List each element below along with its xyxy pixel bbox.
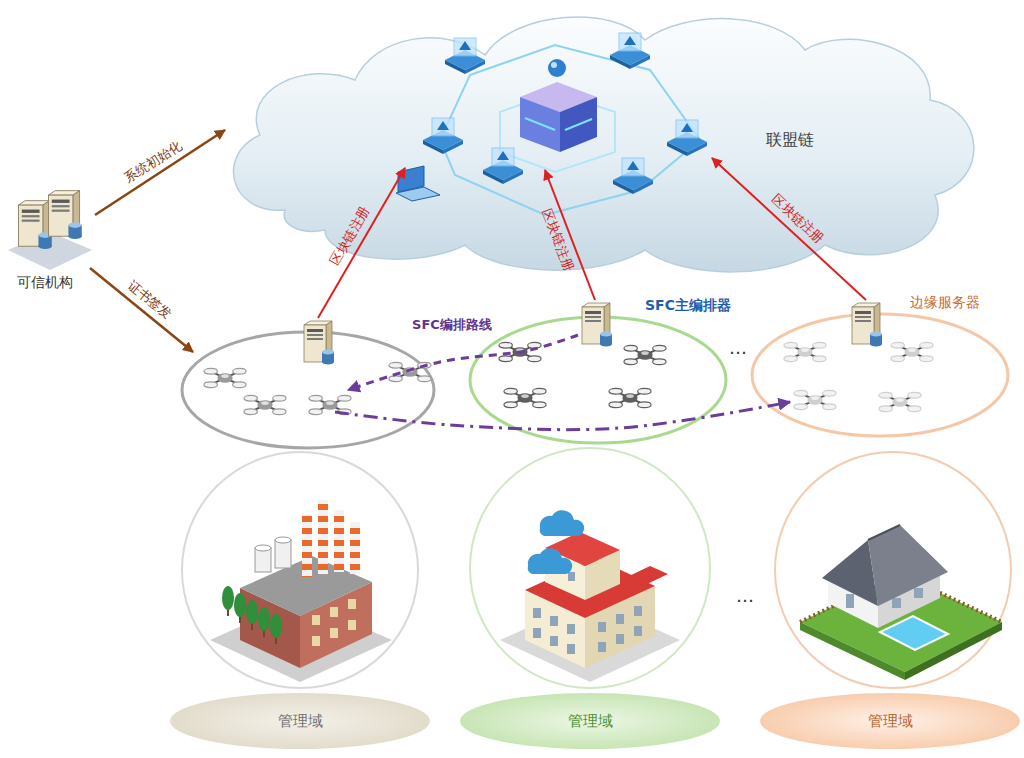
domain-label: 管理域 bbox=[278, 712, 323, 730]
edge-label: 区块链注册 bbox=[539, 207, 577, 273]
orchestrator-label: SFC主编排器 bbox=[645, 297, 731, 314]
domain-label: 管理域 bbox=[568, 712, 613, 730]
house-illustration bbox=[800, 525, 1002, 680]
authority-label: 可信机构 bbox=[17, 274, 73, 291]
chain-label: 联盟链 bbox=[766, 130, 814, 149]
orchestrator-cluster: SFC主编排器 bbox=[468, 315, 728, 445]
trusted-authority: 可信机构 bbox=[5, 178, 95, 293]
node-outline bbox=[215, 5, 985, 275]
cluster-ellipse bbox=[182, 332, 434, 448]
edge-servers bbox=[304, 303, 882, 365]
edge-label: 区块链注册 bbox=[327, 204, 373, 268]
consortium-chain-cloud: 联盟链 bbox=[215, 5, 985, 275]
edge-label: 区块链注册 bbox=[769, 191, 827, 247]
uav-cluster bbox=[180, 330, 436, 450]
cluster-ellipse bbox=[752, 314, 1008, 436]
domain-ellipse bbox=[170, 693, 430, 749]
edge-cluster: 边缘服务器 bbox=[750, 312, 1010, 438]
uav-drones bbox=[204, 342, 933, 414]
sfc-route bbox=[335, 402, 790, 430]
init-arrow bbox=[95, 130, 225, 215]
domain-circles bbox=[182, 448, 1011, 688]
trusted-authority-icon bbox=[8, 191, 92, 270]
ellipsis-mark: … bbox=[729, 337, 747, 359]
factory-illustration bbox=[210, 500, 392, 682]
edge-label: 系统初始化 bbox=[122, 138, 185, 187]
domain-ellipse bbox=[460, 693, 720, 749]
node-outline bbox=[468, 315, 728, 445]
node-outline bbox=[180, 330, 436, 450]
cluster-ellipse bbox=[470, 317, 726, 443]
ellipsis-mark: … bbox=[736, 585, 754, 607]
cert-arrow bbox=[90, 268, 193, 352]
apartment-illustration bbox=[500, 510, 680, 682]
domain-pill: 管理域 bbox=[760, 693, 1020, 749]
domain-label: 管理域 bbox=[868, 712, 913, 730]
domain-pill: 管理域 bbox=[460, 693, 720, 749]
node-outline bbox=[750, 312, 1010, 438]
domain-ellipse bbox=[760, 693, 1020, 749]
edge-server-label: 边缘服务器 bbox=[910, 294, 980, 311]
domain-pill: 管理域 bbox=[170, 693, 430, 749]
edge-label: SFC编排路线 bbox=[412, 317, 492, 333]
cloud-shape bbox=[234, 17, 974, 272]
edge-label: 证书签发 bbox=[125, 278, 175, 323]
